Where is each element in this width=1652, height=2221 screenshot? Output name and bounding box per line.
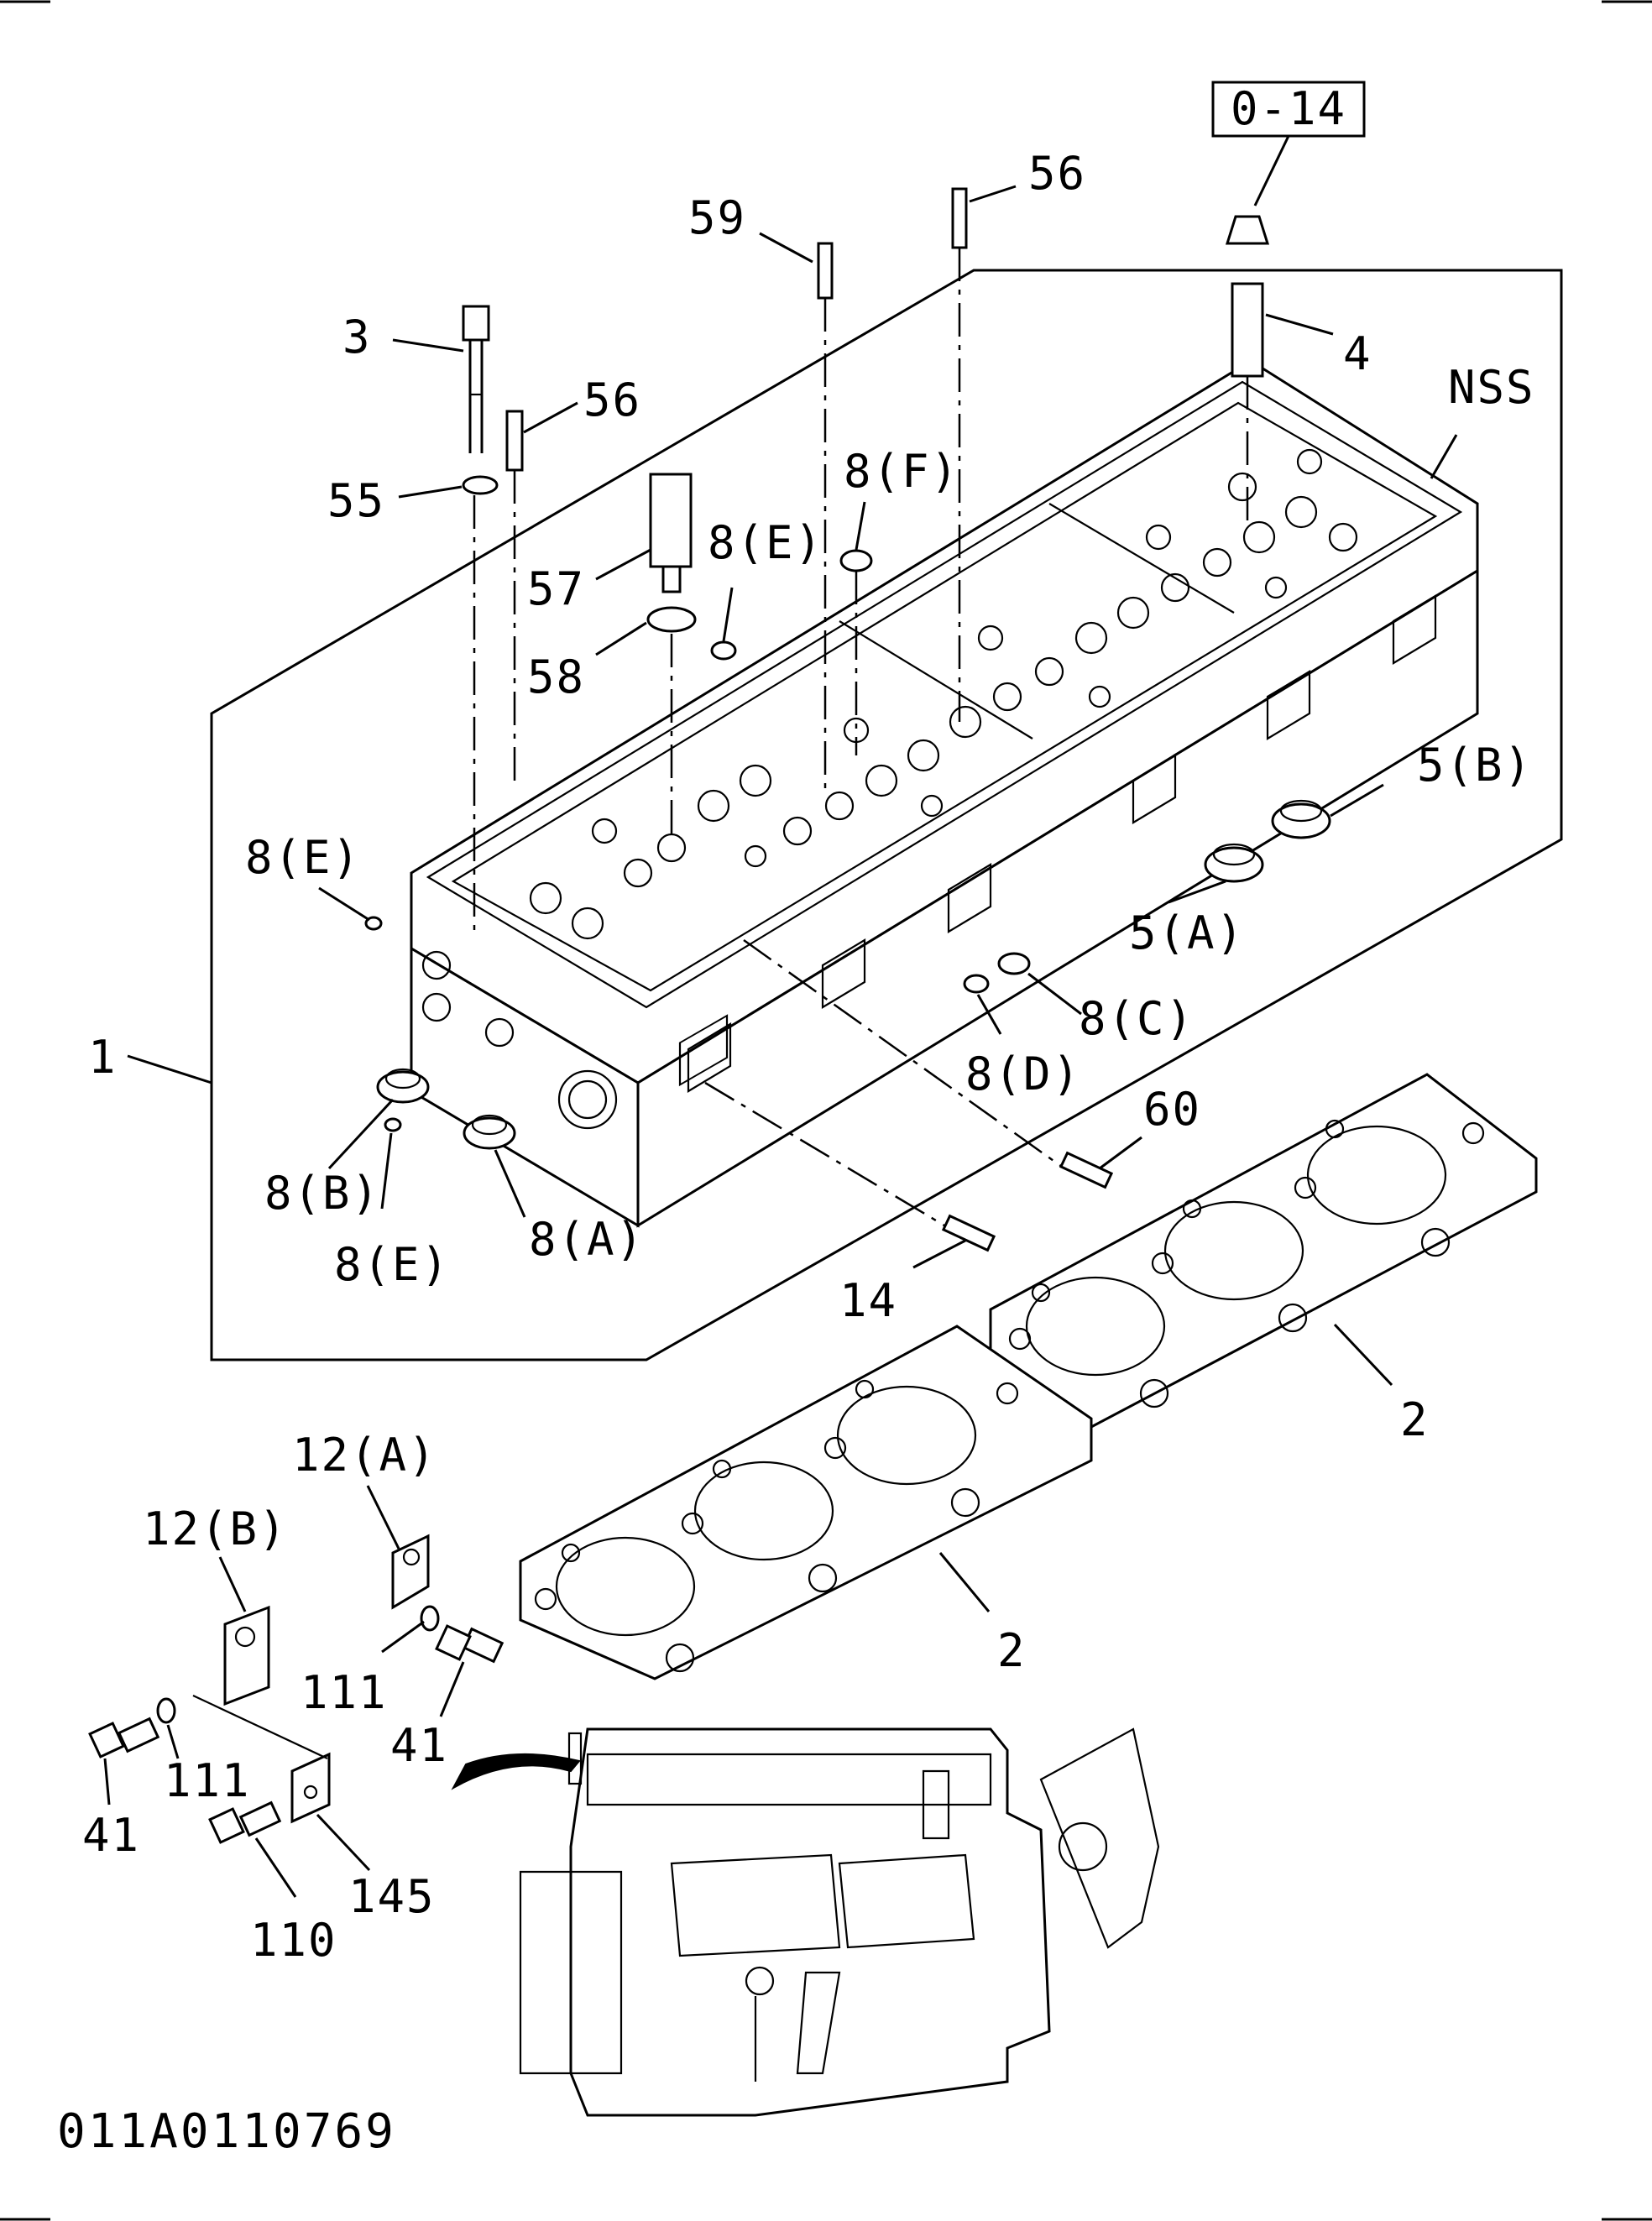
- bolt-41-left[interactable]: [88, 1717, 160, 1759]
- callout-56-left[interactable]: 56: [583, 374, 641, 426]
- plug-8f[interactable]: [839, 549, 873, 572]
- plug-8e-bottom[interactable]: [384, 1117, 402, 1132]
- leader-reference: [1253, 135, 1290, 206]
- callout-3[interactable]: 3: [342, 311, 372, 363]
- callout-55[interactable]: 55: [327, 474, 385, 527]
- callout-2-right[interactable]: 2: [1400, 1393, 1430, 1446]
- bolt-110[interactable]: [208, 1800, 282, 1844]
- callout-12b[interactable]: 12(B): [143, 1502, 288, 1555]
- callout-4[interactable]: 4: [1343, 327, 1372, 380]
- washer-111-right[interactable]: [420, 1605, 440, 1632]
- plug-8e-top[interactable]: [710, 640, 737, 661]
- stud-left[interactable]: [505, 410, 524, 472]
- leader-lines: [103, 185, 1458, 1898]
- callout-59[interactable]: 59: [688, 191, 746, 244]
- callout-8c[interactable]: 8(C): [1079, 992, 1195, 1045]
- callout-8d[interactable]: 8(D): [965, 1048, 1081, 1100]
- plug-8b[interactable]: [376, 1068, 430, 1104]
- callout-5a[interactable]: 5(A): [1129, 907, 1245, 959]
- seal-5a[interactable]: [1204, 843, 1264, 883]
- cylinder-head[interactable]: [410, 359, 1479, 1228]
- washer-111-left[interactable]: [156, 1697, 176, 1724]
- callout-8e-top[interactable]: 8(E): [708, 516, 823, 569]
- callout-8b[interactable]: 8(B): [264, 1167, 380, 1220]
- plug-8d[interactable]: [963, 974, 990, 994]
- bracket-12b[interactable]: [223, 1605, 270, 1706]
- callout-14[interactable]: 14: [839, 1274, 897, 1327]
- callout-12a[interactable]: 12(A): [292, 1429, 437, 1482]
- head-gasket-right[interactable]: [989, 1073, 1538, 1429]
- bracket-connector: [192, 1695, 328, 1759]
- locator-arrow: [451, 1753, 581, 1790]
- callout-58[interactable]: 58: [527, 651, 585, 703]
- figure-code: 011A0110769: [57, 2104, 396, 2159]
- assembly-axes: [473, 248, 1249, 1227]
- callout-8e-left[interactable]: 8(E): [245, 831, 361, 884]
- plug-8c[interactable]: [997, 952, 1031, 975]
- plug-8a[interactable]: [463, 1114, 516, 1150]
- dowel-60[interactable]: [1059, 1151, 1114, 1189]
- stud-top[interactable]: [951, 187, 968, 249]
- callout-2-left[interactable]: 2: [997, 1624, 1027, 1677]
- callout-41-right[interactable]: 41: [390, 1719, 448, 1772]
- dowel-14[interactable]: [941, 1214, 996, 1252]
- assembly-frame: [210, 269, 1563, 1361]
- callout-labels: 56 59 4 NSS 3 56 55 8(F) 8(E) 57 58 5(B)…: [82, 147, 1535, 1967]
- callout-8e-bottom[interactable]: 8(E): [334, 1238, 450, 1291]
- callout-111-right[interactable]: 111: [301, 1666, 388, 1719]
- callout-8f[interactable]: 8(F): [844, 445, 959, 498]
- plug-8e-left[interactable]: [364, 916, 383, 931]
- engine-locator-view[interactable]: [519, 1727, 1160, 2117]
- washer[interactable]: [462, 475, 499, 495]
- callout-5b[interactable]: 5(B): [1417, 739, 1533, 792]
- callout-8a[interactable]: 8(A): [529, 1213, 645, 1266]
- callout-110[interactable]: 110: [250, 1914, 337, 1967]
- callout-57[interactable]: 57: [527, 562, 585, 615]
- bolt-41-right[interactable]: [435, 1624, 504, 1664]
- reference-box-label: 0-14: [1231, 82, 1346, 135]
- stud-59[interactable]: [817, 242, 834, 300]
- injector-sleeve[interactable]: [649, 473, 693, 593]
- callout-60[interactable]: 60: [1143, 1083, 1201, 1136]
- callout-nss[interactable]: NSS: [1448, 361, 1535, 414]
- callout-145[interactable]: 145: [348, 1870, 436, 1923]
- injector-nozzle[interactable]: [1225, 215, 1270, 378]
- o-ring[interactable]: [646, 606, 697, 633]
- callout-41-left[interactable]: 41: [82, 1809, 140, 1862]
- bracket-145[interactable]: [290, 1752, 331, 1824]
- callout-1[interactable]: 1: [88, 1031, 118, 1084]
- bracket-12a[interactable]: [391, 1534, 430, 1610]
- callout-56-top[interactable]: 56: [1028, 147, 1086, 200]
- head-bolt[interactable]: [462, 305, 490, 453]
- seal-5b[interactable]: [1271, 799, 1331, 839]
- head-gasket-left[interactable]: [519, 1325, 1093, 1680]
- callout-111-left[interactable]: 111: [164, 1754, 251, 1807]
- reference-box[interactable]: 0-14: [1211, 81, 1366, 138]
